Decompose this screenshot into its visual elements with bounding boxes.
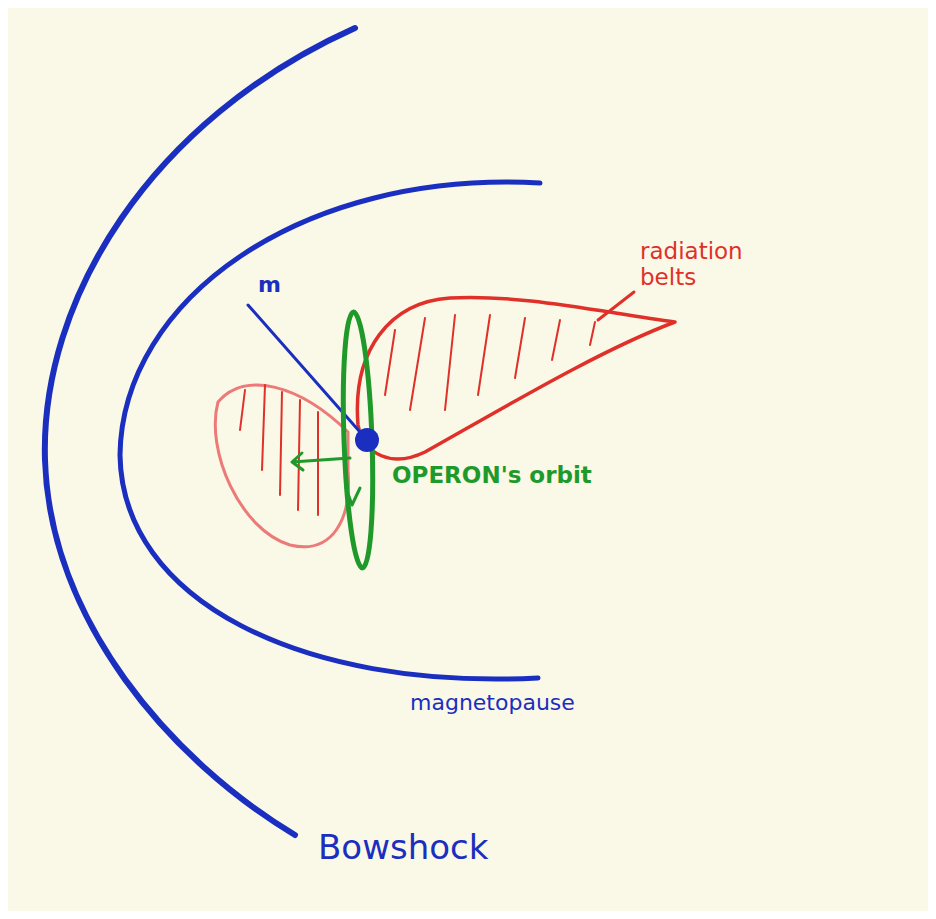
bow-shock-curve bbox=[45, 28, 355, 835]
leader-line bbox=[598, 292, 634, 320]
paper-ground bbox=[8, 8, 928, 911]
radiation-belt-hatching bbox=[385, 315, 595, 410]
radiation-belt-hatching bbox=[240, 385, 318, 515]
axis-label: m bbox=[258, 272, 281, 297]
orbit-label: OPERON's orbit bbox=[392, 462, 592, 488]
earth-dot bbox=[355, 428, 379, 452]
orbit-direction-arrow bbox=[346, 488, 360, 505]
radiation-belt-lobe bbox=[357, 297, 675, 458]
radiation-belts-label: radiation belts bbox=[640, 238, 790, 291]
magnetopause-curve bbox=[120, 182, 540, 679]
radiation-belt-lobe bbox=[215, 385, 348, 547]
magnetopause-label: magnetopause bbox=[410, 690, 575, 715]
bowshock-label: Bowshock bbox=[318, 828, 488, 867]
velocity-arrow bbox=[292, 453, 350, 470]
